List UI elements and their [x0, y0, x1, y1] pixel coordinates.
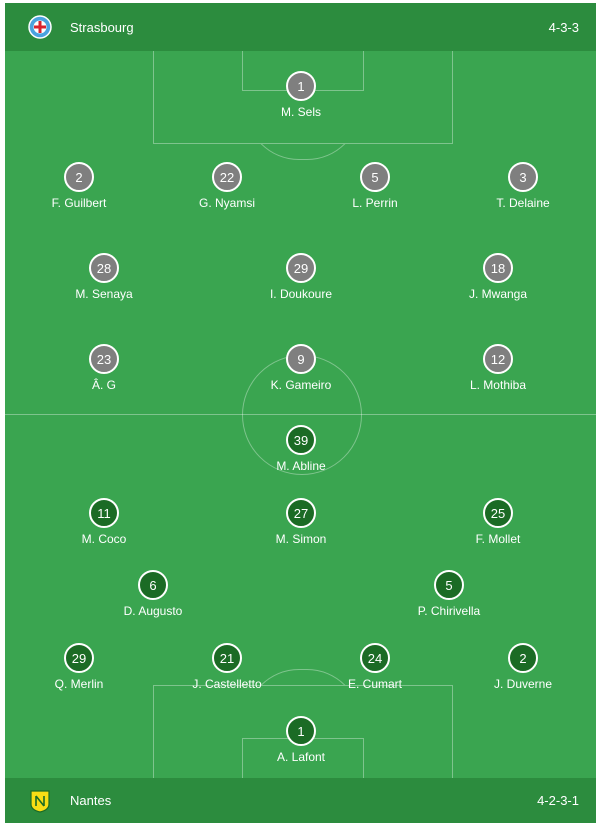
home-player[interactable]: 18 J. Mwanga	[428, 253, 568, 301]
home-team-formation: 4-3-3	[548, 19, 579, 35]
away-player[interactable]: 25 F. Mollet	[428, 498, 568, 546]
player-number-badge: 1	[286, 71, 316, 101]
player-name: M. Coco	[81, 532, 127, 546]
player-name: F. Guilbert	[51, 196, 107, 210]
player-number-badge: 29	[64, 643, 94, 673]
player-number-badge: 39	[286, 425, 316, 455]
away-team-formation: 4-2-3-1	[537, 793, 579, 808]
home-player[interactable]: 28 M. Senaya	[34, 253, 174, 301]
player-name: M. Simon	[275, 532, 327, 546]
home-player[interactable]: 23 Â. G	[34, 344, 174, 392]
away-team-name[interactable]: Nantes	[70, 793, 112, 808]
player-name: M. Abline	[276, 459, 326, 473]
home-player[interactable]: 22 G. Nyamsi	[157, 162, 297, 210]
player-number-badge: 24	[360, 643, 390, 673]
away-player[interactable]: 29 Q. Merlin	[9, 643, 149, 691]
player-name: M. Senaya	[75, 287, 133, 301]
away-team-header: Nantes 4-2-3-1	[5, 778, 596, 823]
player-number-badge: 23	[89, 344, 119, 374]
player-number-badge: 5	[360, 162, 390, 192]
player-name: P. Chirivella	[417, 604, 481, 618]
player-number-badge: 27	[286, 498, 316, 528]
player-number-badge: 2	[64, 162, 94, 192]
player-name: L. Mothiba	[469, 378, 527, 392]
player-number-badge: 5	[434, 570, 464, 600]
player-name: F. Mollet	[475, 532, 521, 546]
home-player[interactable]: 2 F. Guilbert	[9, 162, 149, 210]
player-name: L. Perrin	[352, 196, 398, 210]
home-team-header: Strasbourg 4-3-3	[5, 3, 596, 51]
player-name: A. Lafont	[276, 750, 326, 764]
player-name: M. Sels	[280, 105, 321, 119]
player-name: Â. G	[91, 378, 116, 392]
player-number-badge: 2	[508, 643, 538, 673]
away-player[interactable]: 21 J. Castelletto	[157, 643, 297, 691]
player-name: G. Nyamsi	[198, 196, 255, 210]
player-name: T. Delaine	[496, 196, 550, 210]
player-name: J. Mwanga	[468, 287, 528, 301]
away-player[interactable]: 6 D. Augusto	[83, 570, 223, 618]
strasbourg-crest-icon	[27, 14, 53, 40]
player-number-badge: 3	[508, 162, 538, 192]
player-number-badge: 11	[89, 498, 119, 528]
player-number-badge: 21	[212, 643, 242, 673]
player-name: D. Augusto	[123, 604, 183, 618]
player-number-badge: 22	[212, 162, 242, 192]
player-number-badge: 25	[483, 498, 513, 528]
top-penalty-area	[153, 51, 453, 144]
away-player[interactable]: 24 E. Cumart	[305, 643, 445, 691]
pitch: 1 M. Sels 2 F. Guilbert 22 G. Nyamsi 5 L. Perri…	[5, 51, 596, 778]
home-team-name[interactable]: Strasbourg	[70, 19, 134, 35]
player-name: J. Duverne	[493, 677, 553, 691]
player-name: J. Castelletto	[192, 677, 262, 691]
nantes-crest-icon	[27, 788, 53, 814]
home-player[interactable]: 3 T. Delaine	[453, 162, 593, 210]
player-number-badge: 1	[286, 716, 316, 746]
player-name: Q. Merlin	[54, 677, 104, 691]
player-number-badge: 29	[286, 253, 316, 283]
player-number-badge: 9	[286, 344, 316, 374]
home-player[interactable]: 29 I. Doukoure	[231, 253, 371, 301]
player-number-badge: 6	[138, 570, 168, 600]
player-name: E. Cumart	[347, 677, 402, 691]
home-player[interactable]: 9 K. Gameiro	[231, 344, 371, 392]
away-player[interactable]: 27 M. Simon	[231, 498, 371, 546]
player-number-badge: 28	[89, 253, 119, 283]
player-name: I. Doukoure	[269, 287, 333, 301]
away-player[interactable]: 2 J. Duverne	[453, 643, 593, 691]
away-player[interactable]: 11 M. Coco	[34, 498, 174, 546]
home-player[interactable]: 1 M. Sels	[231, 71, 371, 119]
player-number-badge: 18	[483, 253, 513, 283]
away-player[interactable]: 39 M. Abline	[231, 425, 371, 473]
away-player[interactable]: 5 P. Chirivella	[379, 570, 519, 618]
player-number-badge: 12	[483, 344, 513, 374]
away-player[interactable]: 1 A. Lafont	[231, 716, 371, 764]
home-player[interactable]: 5 L. Perrin	[305, 162, 445, 210]
player-name: K. Gameiro	[270, 378, 332, 392]
home-player[interactable]: 12 L. Mothiba	[428, 344, 568, 392]
bottom-penalty-area	[153, 685, 453, 778]
